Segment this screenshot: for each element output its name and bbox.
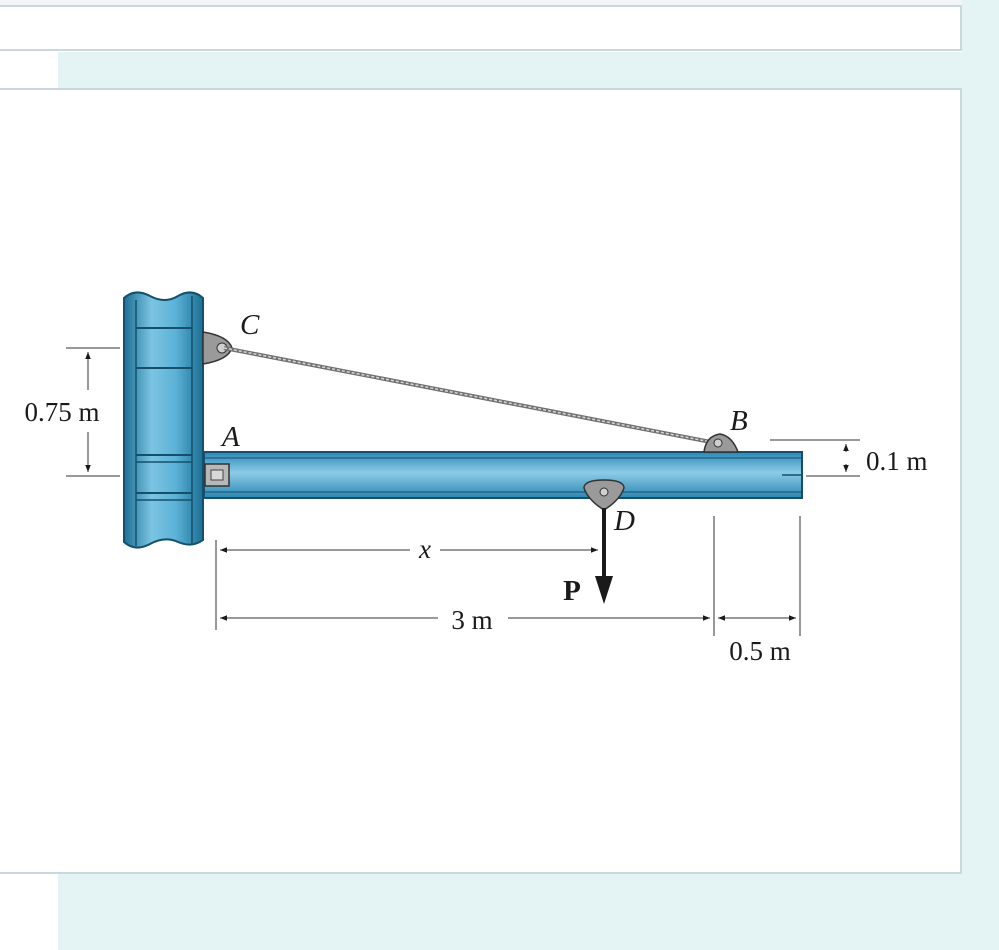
label-b: B [730,405,748,437]
right-gutter [962,0,999,950]
load-p-label: P [563,575,581,607]
cable-cb [223,346,717,445]
dim-x-label: x [418,534,431,564]
hanger-d [583,479,625,604]
dim-3m-label: 3 m [451,605,492,635]
pin-a [204,463,230,487]
label-d: D [613,505,635,537]
dim-075 [66,347,120,477]
wall-column [123,291,204,549]
label-a: A [220,421,240,453]
top-edge [0,0,999,6]
dim-075-label: 0.75 m [24,397,99,427]
top-panel [0,5,962,51]
bracket-b [703,433,740,453]
label-c: C [240,309,260,341]
dim-05-label: 0.5 m [729,636,791,666]
dim-01-label: 0.1 m [866,446,928,476]
dim-01 [770,439,860,477]
beam-ab [203,451,803,499]
